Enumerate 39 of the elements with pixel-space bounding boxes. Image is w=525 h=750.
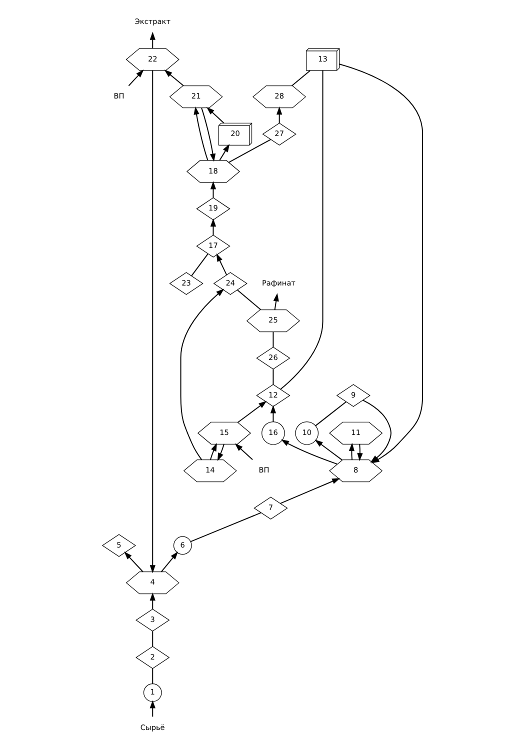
arrow [210, 443, 217, 460]
arrow [180, 288, 224, 460]
arrow [150, 700, 156, 718]
arrow [124, 552, 144, 572]
arrow [273, 293, 279, 310]
arrow [201, 107, 216, 162]
arrow [281, 439, 338, 465]
arrow [164, 70, 184, 86]
arrow [234, 443, 254, 460]
arrow [150, 32, 156, 49]
arrow [357, 444, 363, 462]
arrow [216, 253, 228, 276]
arrow [206, 106, 224, 124]
arrow [150, 592, 156, 610]
arrow [160, 552, 178, 572]
connector [236, 290, 262, 310]
arrow [280, 478, 340, 504]
connector [191, 253, 208, 276]
connector [228, 139, 272, 163]
arrow [270, 405, 276, 422]
connector [291, 70, 311, 86]
arrow [150, 70, 156, 574]
arrow [217, 444, 224, 462]
arrow [348, 442, 355, 460]
connector [152, 668, 154, 684]
connector [315, 401, 347, 426]
connector [272, 331, 274, 348]
connector [190, 512, 262, 542]
connector [272, 368, 274, 385]
arrow [210, 181, 216, 198]
arrow [314, 440, 343, 461]
arrow [219, 144, 230, 161]
arrow [276, 106, 282, 124]
connector [280, 70, 324, 390]
arrow [194, 106, 208, 161]
arrow [210, 218, 216, 236]
arrow [237, 400, 267, 423]
connector [152, 630, 154, 647]
arrow [128, 70, 144, 86]
